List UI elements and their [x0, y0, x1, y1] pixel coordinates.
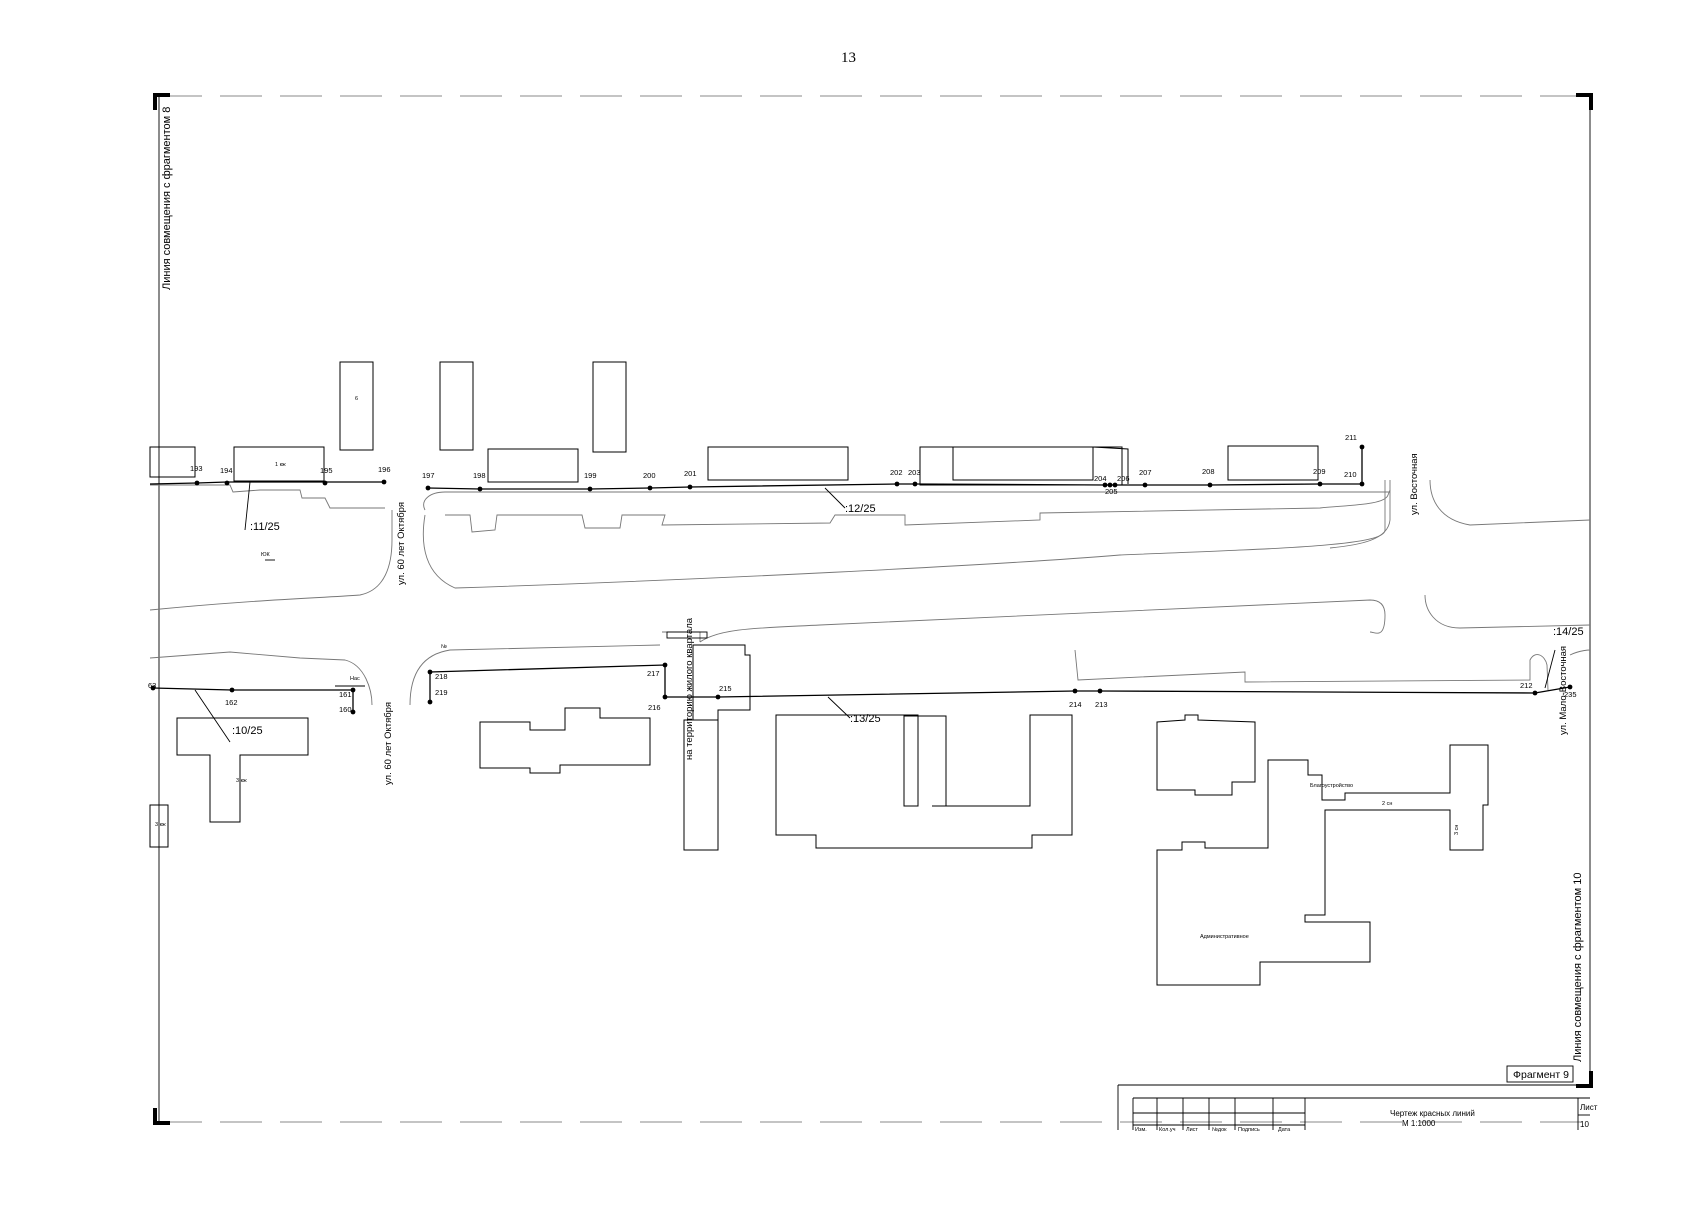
title-block-col-2: Кол.уч — [1159, 1127, 1176, 1133]
building-label-1: 1 кж — [275, 462, 286, 468]
point-197: 197 — [422, 471, 435, 480]
point-214: 214 — [1069, 700, 1082, 709]
point-212: 212 — [1520, 681, 1533, 690]
svg-text:Нас: Нас — [350, 676, 360, 682]
title-block-sheet-number: 10 — [1580, 1120, 1589, 1129]
point-218: 218 — [435, 672, 448, 681]
street-vostochnaya: ул. Восточная — [1409, 453, 1420, 515]
parcel-11: :11/25 — [250, 521, 280, 533]
point-211: 211 — [1345, 433, 1357, 442]
point-219: 219 — [435, 688, 448, 697]
title-block: Чертеж красных линий М 1:1000 Лист 10 Из… — [1117, 1084, 1598, 1133]
title-block-title: Чертеж красных линий — [1390, 1109, 1475, 1118]
parcel-13: :13/25 — [850, 713, 881, 725]
street-malo-vostochnaya: ул. Мало-Восточная — [1558, 646, 1569, 735]
building-label-5: 3 сн — [1454, 825, 1460, 835]
point-162: 162 — [225, 698, 238, 707]
point-196: 196 — [378, 465, 391, 474]
point-160: 160 — [339, 705, 352, 714]
point-207: 207 — [1139, 468, 1152, 477]
parcel-12: :12/25 — [845, 503, 876, 515]
street-passage: на территорию жилого квартала — [684, 617, 695, 760]
point-161: 161 — [339, 690, 352, 699]
svg-text:ЮК: ЮК — [261, 552, 271, 558]
parcel-10: :10/25 — [232, 725, 263, 737]
point-193: 193 — [190, 464, 203, 473]
title-block-col-1: Изм. — [1135, 1127, 1147, 1133]
building-label-2: 3 кж — [236, 778, 247, 784]
svg-text:Административное: Административное — [1200, 934, 1249, 940]
building-labels: 1 кж 3 кж 3 кж 2 сн 3 сн — [155, 462, 1460, 835]
point-210: 210 — [1344, 470, 1357, 479]
svg-text:Благоустройство: Благоустройство — [1310, 782, 1353, 789]
road-edges — [149, 479, 1591, 706]
building-label-3: 3 кж — [155, 822, 166, 828]
street-60-let-oktyabrya-south: ул. 60 лет Октября — [383, 702, 394, 785]
match-line-right-label: Линия совмещения с фрагментом 10 — [1572, 872, 1584, 1062]
match-line-left-label: Линия совмещения с фрагментом 8 — [161, 107, 173, 290]
point-208: 208 — [1202, 467, 1215, 476]
point-206: 206 — [1117, 474, 1130, 483]
fragment-label-box: Фрагмент 9 — [1506, 1065, 1574, 1083]
title-block-sheet-label: Лист — [1580, 1103, 1598, 1112]
point-labels: 193 194 195 196 197 198 199 200 201 202 … — [148, 433, 1577, 714]
buildings-south — [149, 644, 1489, 986]
point-209: 209 — [1313, 467, 1326, 476]
title-block-col-4: №док — [1212, 1127, 1227, 1133]
point-63: 63 — [148, 681, 156, 690]
point-213: 213 — [1095, 700, 1108, 709]
parcel-14: :14/25 — [1553, 626, 1584, 638]
street-labels: ул. 60 лет Октября ул. 60 лет Октября ул… — [383, 453, 1569, 785]
point-202: 202 — [890, 468, 903, 477]
point-215: 215 — [719, 684, 732, 693]
sheet-frame — [153, 93, 1593, 1125]
title-block-scale: М 1:1000 — [1402, 1119, 1436, 1128]
title-block-col-3: Лист — [1186, 1127, 1198, 1133]
svg-text:6: 6 — [355, 396, 358, 402]
street-60-let-oktyabrya-north: ул. 60 лет Октября — [396, 502, 407, 585]
point-194: 194 — [220, 466, 233, 475]
point-201: 201 — [684, 469, 697, 478]
building-label-4: 2 сн — [1382, 801, 1392, 807]
svg-text:№: № — [441, 644, 447, 650]
point-204: 204 — [1094, 474, 1107, 483]
point-217: 217 — [647, 669, 660, 678]
title-block-col-6: Дата — [1278, 1127, 1291, 1133]
point-235: 235 — [1564, 690, 1577, 699]
point-216: 216 — [648, 703, 661, 712]
point-205: 205 — [1105, 487, 1118, 496]
fragment-label: Фрагмент 9 — [1513, 1069, 1569, 1081]
point-200: 200 — [643, 471, 656, 480]
page-number: 13 — [841, 50, 856, 66]
point-199: 199 — [584, 471, 597, 480]
point-198: 198 — [473, 471, 486, 480]
buildings-north — [149, 361, 1319, 486]
point-195: 195 — [320, 466, 333, 475]
turning-points — [150, 444, 1573, 715]
point-203: 203 — [908, 468, 921, 477]
misc-details: ЮК № Нас 6 Благоустройство Административ… — [261, 396, 1353, 940]
parcel-labels: :11/25 :12/25 :10/25 :13/25 :14/25 — [232, 503, 1584, 737]
title-block-col-5: Подпись — [1238, 1127, 1260, 1133]
